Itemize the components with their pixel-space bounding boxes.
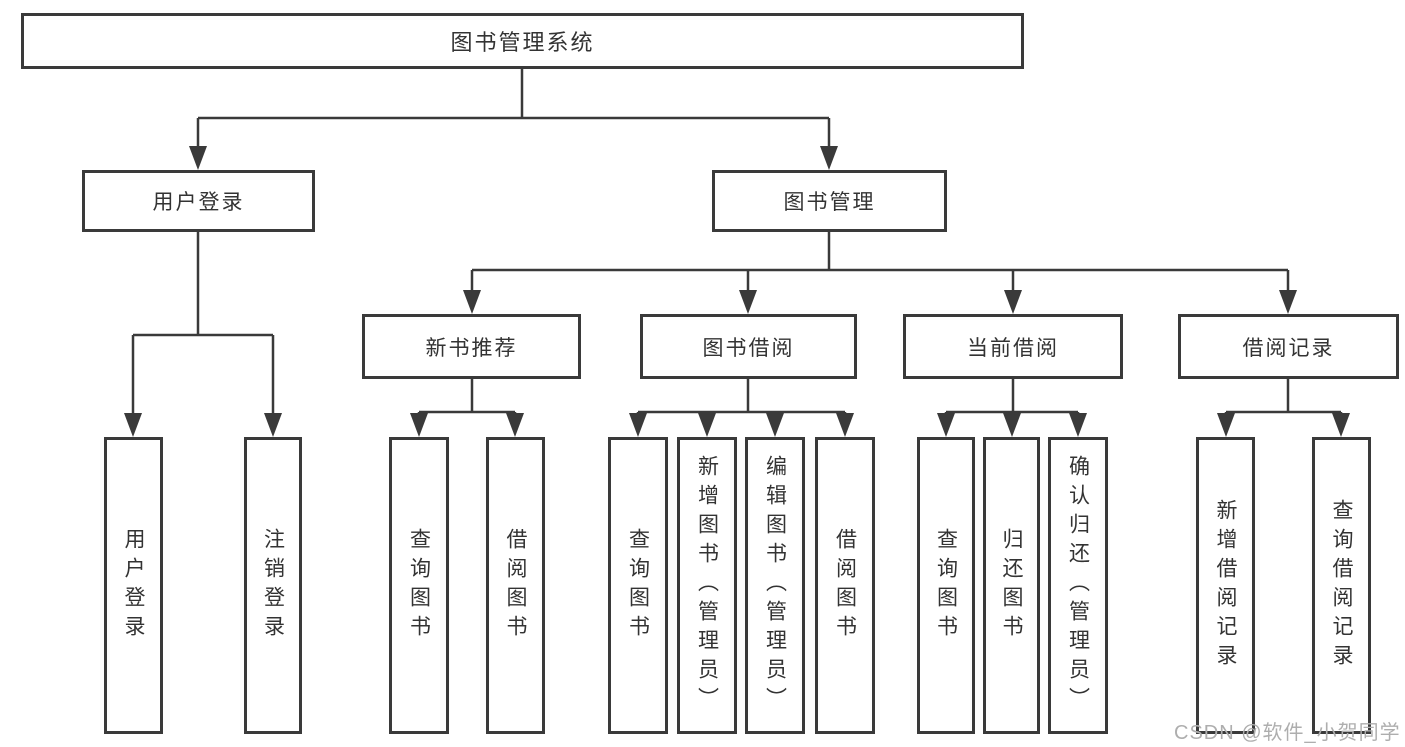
node-leaf-return-book: 归还图书 [983, 437, 1040, 734]
node-leaf-query-books-borrow: 查询图书 [608, 437, 668, 734]
node-leaf-query-books-recommend: 查询图书 [389, 437, 449, 734]
node-leaf-borrow-books: 借阅图书 [815, 437, 875, 734]
node-book-management: 图书管理 [712, 170, 947, 232]
node-leaf-user-login: 用户登录 [104, 437, 163, 734]
node-leaf-add-book-admin: 新增图书（管理员） [677, 437, 737, 734]
node-borrow-records: 借阅记录 [1178, 314, 1399, 379]
node-leaf-confirm-return-admin: 确认归还（管理员） [1048, 437, 1108, 734]
node-current-borrow: 当前借阅 [903, 314, 1123, 379]
node-user-login: 用户登录 [82, 170, 315, 232]
node-leaf-logout: 注销登录 [244, 437, 302, 734]
node-root-library-system: 图书管理系统 [21, 13, 1024, 69]
node-leaf-edit-book-admin: 编辑图书（管理员） [745, 437, 805, 734]
node-leaf-query-books-current: 查询图书 [917, 437, 975, 734]
node-book-borrow: 图书借阅 [640, 314, 857, 379]
node-leaf-add-borrow-record: 新增借阅记录 [1196, 437, 1255, 734]
csdn-watermark: CSDN @软件_小贺同学 [1174, 722, 1401, 744]
node-new-book-recommend: 新书推荐 [362, 314, 581, 379]
node-leaf-borrow-books-recommend: 借阅图书 [486, 437, 545, 734]
node-leaf-query-borrow-record: 查询借阅记录 [1312, 437, 1371, 734]
